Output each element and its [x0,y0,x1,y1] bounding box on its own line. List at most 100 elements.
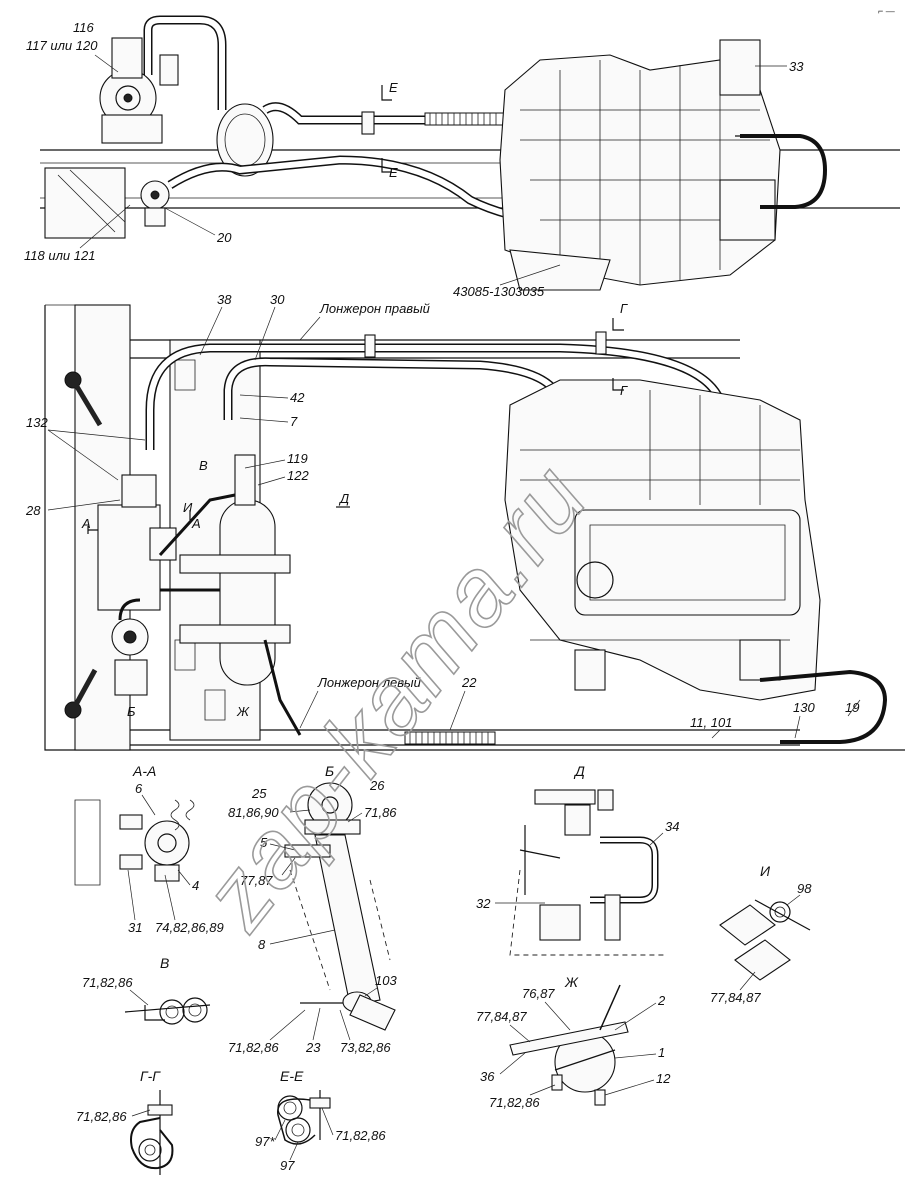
detail-b-label-5: 5 [260,835,268,850]
detail-d-label-32: 32 [476,896,491,911]
detail-aa-pump [144,820,190,866]
detail-b-label-26: 26 [369,778,385,793]
label-7: 7 [290,414,298,429]
detail-i-label-98: 98 [797,881,812,896]
detail-v-title: В [160,955,169,971]
engine-detail-lines [520,390,800,641]
top-engine-fitting-b [719,179,776,241]
pump-motor [114,659,148,696]
detail-b-label-25: 25 [251,786,267,801]
label-22: 22 [461,675,477,690]
label-119: 119 [287,451,308,466]
detail-aa-label-4: 4 [192,878,199,893]
detail-b-arm-8 [314,834,381,1006]
top-engine-fitting-a [719,39,761,96]
heater-head [121,474,157,508]
detail-b: Б 25 26 81,86,90 71,86 5 77,87 8 103 71,… [228,763,397,1055]
engine-filter [574,649,606,691]
top-heater-cap [111,37,143,79]
section-a-left-marker [87,526,98,534]
top-heater-center [123,93,133,103]
main-frame-edge [44,305,905,751]
detail-d: Д 34 32 [476,763,679,956]
label-42: 42 [290,390,305,405]
detail-ee-label-97: 97 [280,1158,295,1173]
detail-d-pump [539,904,581,941]
detail-ee-label-97s: 97* [255,1134,275,1149]
detail-d-valve [564,804,591,836]
view-d-label: Д [338,491,349,506]
label-28: 28 [25,503,41,518]
top-heater-base [101,114,163,144]
detail-b-bracket [284,844,331,858]
top-return-pipe [740,134,828,209]
detail-d-title: Д [573,763,585,779]
top-loop-pipe [143,15,227,110]
label-122: 122 [287,468,309,483]
fuel-tank [219,499,276,686]
top-pump-body [144,207,166,227]
top-engine-bottom-part [509,249,611,291]
label-20: 20 [216,230,232,245]
detail-aa-spring [170,799,195,831]
detail-ee-pipe-2 [285,1117,311,1143]
label-130: 130 [793,700,815,715]
detail-v-pipe-2 [182,997,208,1023]
top-bracket-hatching [57,169,126,233]
tank-strap-upper [179,554,291,574]
rail-clamp-1 [364,334,376,358]
section-e-top-marker [381,85,392,101]
detail-i-block-1 [719,904,776,946]
detail-b-label-23: 23 [305,1040,321,1055]
detail-ee: Е-Е 97* 71,82,86 97 [255,1068,386,1173]
label-118-121: 118 или 121 [24,248,95,263]
label-19: 19 [845,700,859,715]
view-i-label: И [183,500,193,515]
detail-gg-pipe [138,1138,162,1162]
detail-gg-label-71: 71,82,86 [76,1109,127,1124]
detail-b-label-103: 103 [375,973,397,988]
detail-ee-title: Е-Е [280,1068,304,1084]
label-132: 132 [26,415,48,430]
return-pipe-19 [759,669,888,744]
detail-b-label-77: 77,87 [240,873,273,888]
detail-b-clamp [304,819,361,835]
label-117-120: 117 или 120 [26,38,98,53]
top-valve [159,54,179,86]
detail-b-label-71-bottom: 71,82,86 [228,1040,279,1055]
detail-i-label-77: 77,84,87 [710,990,761,1005]
detail-i-block-2 [734,939,791,981]
top-bracket-plate [44,167,126,239]
main-view: 38 30 Лонжерон правый Г Г 132 42 7 В 119… [25,292,905,751]
detail-d-label-34: 34 [665,819,679,834]
label-11-101: 11, 101 [690,715,732,730]
detail-gg: Г-Г 71,82,86 [76,1068,174,1175]
detail-d-pipe-34 [590,836,659,904]
engine-pulley [576,561,614,599]
detail-i-title: И [760,863,771,879]
detail-b-label-71-top: 71,86 [364,805,397,820]
top-view: Е Е 116 117 или 120 118 или 121 20 33 43… [24,15,900,299]
detail-aa: А-А 6 4 31 74,82,86,89 [74,763,224,935]
detail-v: В 71,82,86 [82,955,211,1025]
detail-zh-label-76: 76,87 [522,986,555,1001]
detail-b-label-73: 73,82,86 [340,1040,391,1055]
section-e-bottom-marker [381,158,392,173]
left-rail-label: Лонжерон левый [317,675,421,690]
detail-aa-bolt-1 [119,814,143,830]
view-zh-label: Ж [236,704,250,719]
detail-b-label-81: 81,86,90 [228,805,279,820]
detail-zh: Ж 76,87 2 77,84,87 1 36 12 71,82,86 [476,974,671,1110]
view-v-label: В [199,458,208,473]
fuel-line-return [263,639,302,736]
section-g-top-label: Г [620,301,628,316]
view-b-label: Б [127,704,136,719]
detail-zh-label-2: 2 [657,993,666,1008]
section-e-bottom-label: Е [389,165,398,180]
detail-aa-label-31: 31 [128,920,142,935]
detail-d-bracket-top [534,789,596,805]
detail-zh-label-77: 77,84,87 [476,1009,527,1024]
part-number-label: 43085-1303035 [453,284,545,299]
